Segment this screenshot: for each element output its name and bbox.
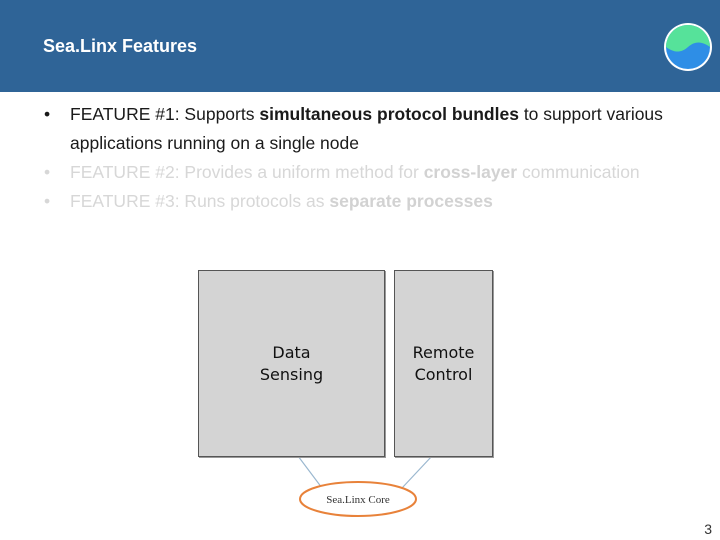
- remote-control-box: Remote Control: [394, 270, 493, 457]
- feature-1-text: FEATURE #1: Supports: [70, 104, 260, 124]
- feature-list: • FEATURE #1: Supports simultaneous prot…: [44, 100, 684, 216]
- feature-1-emphasis: simultaneous protocol bundles: [259, 104, 519, 124]
- bullet-dot: •: [44, 162, 51, 182]
- feature-3-emphasis: separate processes: [329, 191, 493, 211]
- remote-control-label-line-2: Control: [414, 365, 473, 384]
- slide-header: Sea.Linx Features: [0, 0, 720, 92]
- sealinx-core-label: Sea.Linx Core: [326, 494, 390, 506]
- data-sensing-label: Data Sensing: [199, 342, 384, 386]
- feature-3-text: FEATURE #3: Runs protocols as: [70, 191, 330, 211]
- yin-yang-logo-icon: [664, 23, 712, 71]
- bullet-dot: •: [44, 104, 51, 124]
- feature-2-emphasis: cross-layer: [423, 162, 518, 182]
- feature-bullet-3: • FEATURE #3: Runs protocols as separate…: [44, 187, 684, 216]
- data-sensing-box: Data Sensing: [198, 270, 385, 457]
- page-number: 3: [704, 521, 712, 537]
- connector-right: [401, 455, 433, 489]
- connector-left: [297, 455, 323, 489]
- feature-2-text: FEATURE #2: Provides a uniform method fo…: [70, 162, 424, 182]
- sealinx-core-ellipse: [299, 481, 417, 517]
- slide-title: Sea.Linx Features: [43, 36, 198, 56]
- feature-bullet-2: • FEATURE #2: Provides a uniform method …: [44, 158, 684, 187]
- feature-2-text-end: communication: [517, 162, 640, 182]
- data-sensing-label-line-2: Sensing: [259, 365, 324, 384]
- bullet-dot: •: [44, 191, 51, 211]
- feature-bullet-1: • FEATURE #1: Supports simultaneous prot…: [44, 100, 684, 158]
- remote-control-label: Remote Control: [395, 342, 492, 386]
- remote-control-label-line-1: Remote: [412, 343, 475, 362]
- data-sensing-label-line-1: Data: [272, 343, 311, 362]
- feature-1-text-end: to support various applications running …: [70, 104, 663, 153]
